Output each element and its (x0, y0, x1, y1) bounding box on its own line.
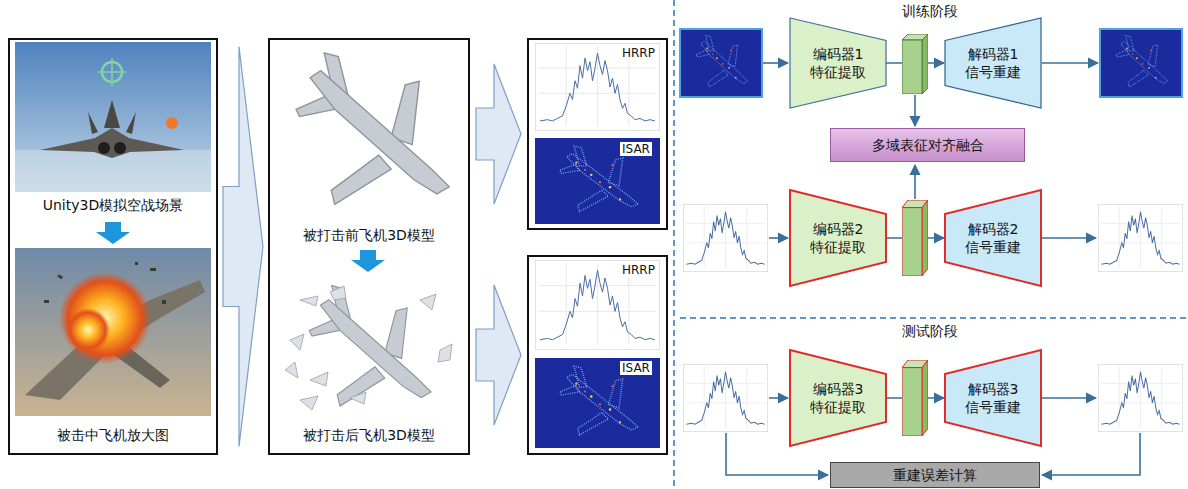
hrrp-plot (1098, 204, 1183, 272)
text-slot: 测试阶段 (870, 322, 990, 340)
scene-picture (15, 42, 211, 192)
trapezoid-outline (790, 350, 886, 446)
text-slot: HRRP (620, 263, 657, 277)
flow-arrows (726, 63, 1140, 475)
flow-chevron (476, 285, 521, 425)
caption: 被击中飞机放大图 (10, 426, 216, 444)
text-slot: 训练阶段 (870, 2, 990, 20)
hrrp-plot (683, 204, 768, 272)
block-label: 编码器2 特征提取 (806, 220, 870, 256)
isar-image (535, 138, 660, 224)
trapezoid-shape (945, 350, 1041, 446)
separator (673, 0, 675, 489)
model-panel: 被打击前飞机3D模型被打击后飞机3D模型 (268, 38, 470, 455)
scene-panel: Unity3D模拟空战场景被击中飞机放大图 (8, 38, 218, 455)
trapezoid-shape (945, 18, 1041, 108)
trapezoid-shape (790, 18, 886, 108)
text-slot: Unity3D模拟空战场景 (10, 196, 216, 214)
stage-label: 训练阶段 (870, 2, 990, 20)
caption: Unity3D模拟空战场景 (10, 196, 216, 214)
block-label: 解码器2 信号重建 (961, 220, 1025, 256)
encoder-trapezoid: 编码器2 特征提取 (790, 190, 886, 286)
block-label: 多域表征对齐融合 (872, 136, 984, 154)
caption: 被打击后飞机3D模型 (270, 426, 468, 444)
block-label: 解码器3 信号重建 (961, 380, 1025, 416)
trapezoid-shape (790, 350, 886, 446)
decoder-trapezoid: 解码器2 信号重建 (945, 190, 1041, 286)
plane-model (296, 53, 449, 204)
debris (285, 286, 452, 410)
signal-label: HRRP (620, 46, 657, 60)
trapezoid-outline (945, 190, 1041, 286)
fusion-box: 多域表征对齐融合 (830, 128, 1025, 162)
hrrp-plot (683, 364, 768, 432)
signal-label: ISAR (620, 361, 652, 375)
flow-chevron (223, 47, 263, 447)
feature-block (902, 200, 928, 276)
signal-label: HRRP (620, 263, 657, 277)
feature-block (902, 34, 928, 94)
trapezoid-outline (945, 18, 1041, 108)
image-frame (680, 29, 762, 97)
decoder-trapezoid: 解码器3 信号重建 (945, 350, 1041, 446)
text-slot: 被击中飞机放大图 (10, 426, 216, 444)
block-label: 编码器1 特征提取 (806, 45, 870, 81)
signal-panel: HRRP ISAR (527, 38, 668, 230)
down-arrow (351, 250, 385, 272)
text-slot: 被打击后飞机3D模型 (270, 426, 468, 444)
trapezoid-outline (945, 350, 1041, 446)
isar-image (680, 29, 762, 97)
text-slot: HRRP (620, 46, 657, 60)
trapezoid-outline (790, 190, 886, 286)
feature-block (902, 360, 928, 436)
signal-panel: HRRP ISAR (527, 255, 668, 455)
encoder-trapezoid: 编码器1 特征提取 (790, 18, 886, 108)
hit-plane-picture (15, 248, 211, 416)
hrrp-plot (1098, 364, 1183, 432)
block-label: 编码器3 特征提取 (806, 380, 870, 416)
image-frame (1100, 29, 1182, 97)
down-arrow (96, 222, 130, 244)
error-box: 重建误差计算 (830, 462, 1040, 488)
text-slot: 被打击前飞机3D模型 (270, 226, 468, 244)
text-slot: ISAR (620, 361, 652, 375)
plane-model (309, 286, 431, 406)
signal-label: ISAR (620, 142, 652, 156)
text-slot: ISAR (620, 142, 652, 156)
decoder-trapezoid: 解码器1 信号重建 (945, 18, 1041, 108)
hrrp-plot (535, 43, 660, 131)
flow-chevron (476, 64, 521, 204)
separator (680, 317, 1188, 319)
stage-label: 测试阶段 (870, 322, 990, 340)
isar-image (1100, 29, 1182, 97)
trapezoid-shape (945, 190, 1041, 286)
hrrp-plot (535, 260, 660, 350)
block-label: 解码器1 信号重建 (961, 45, 1025, 81)
caption: 被打击前飞机3D模型 (270, 226, 468, 244)
isar-image (535, 358, 660, 448)
block-label: 重建误差计算 (893, 466, 977, 484)
trapezoid-shape (790, 190, 886, 286)
trapezoid-outline (790, 18, 886, 108)
encoder-trapezoid: 编码器3 特征提取 (790, 350, 886, 446)
